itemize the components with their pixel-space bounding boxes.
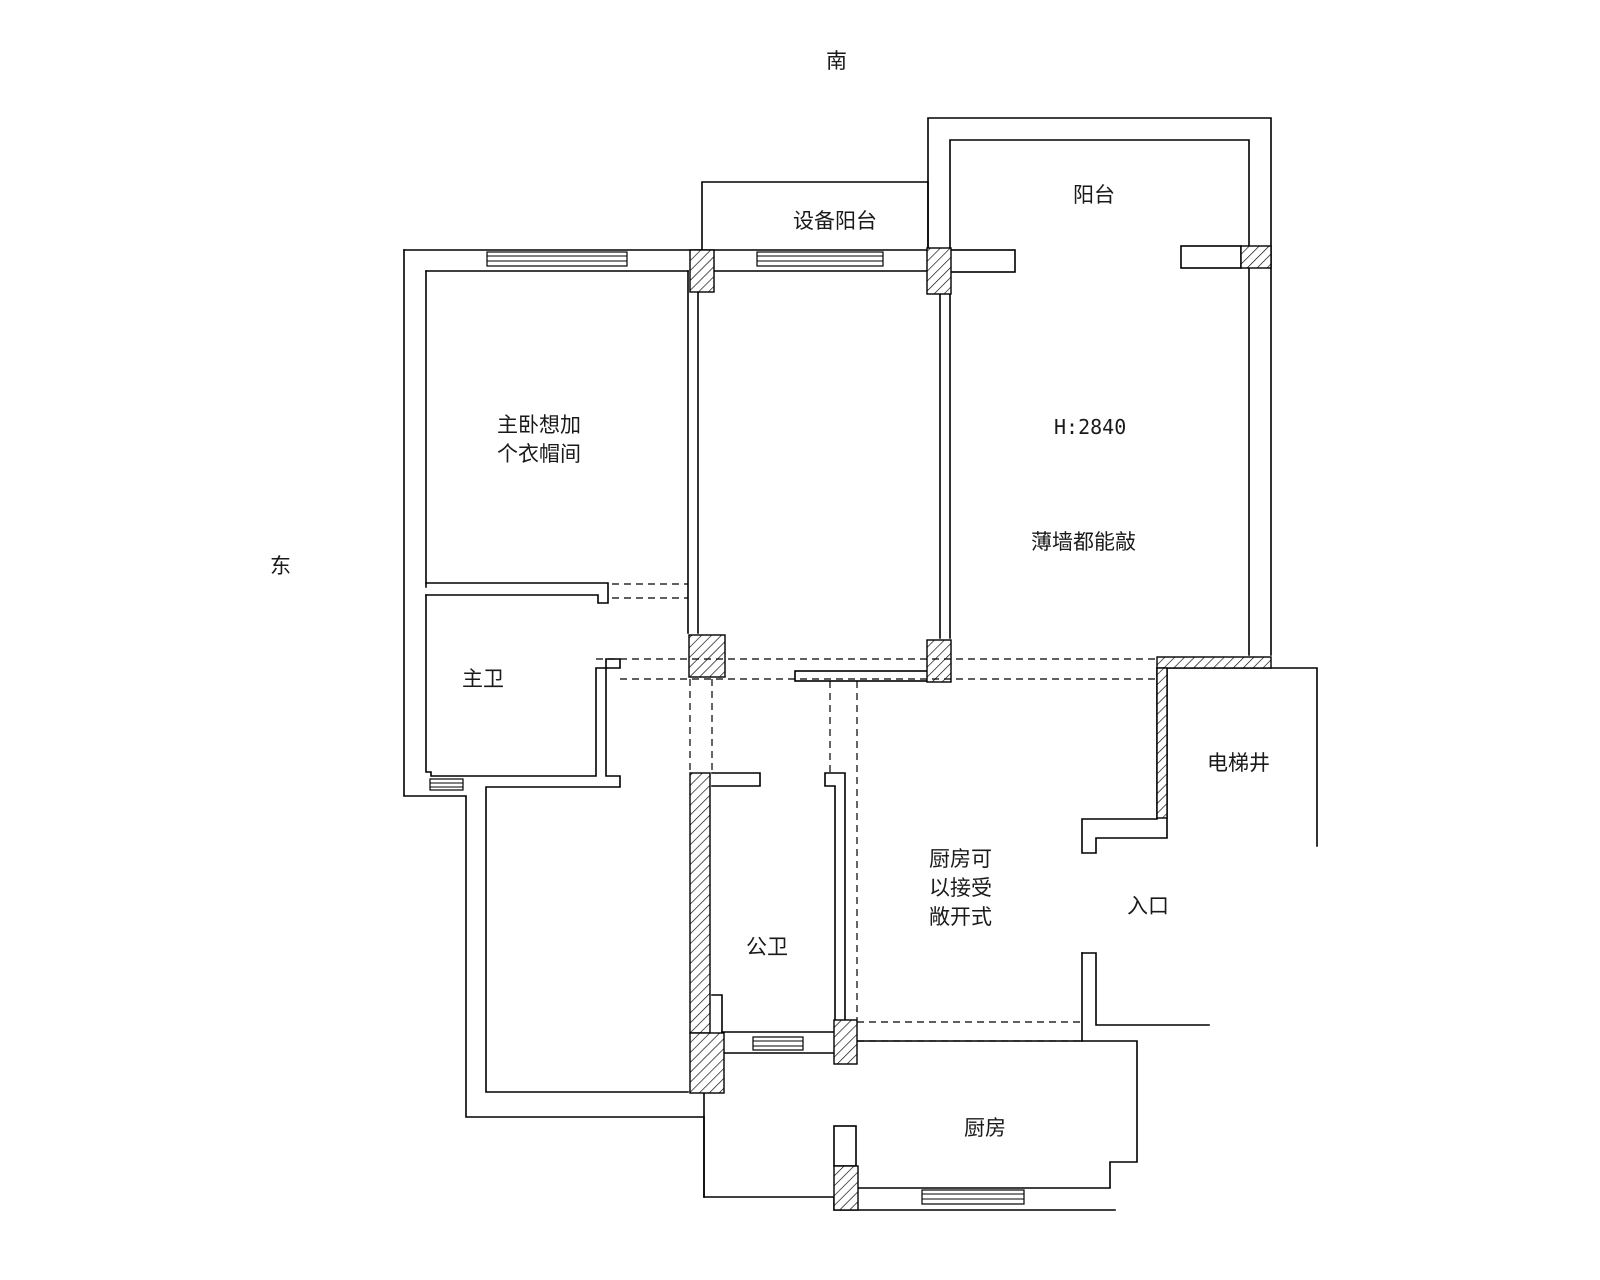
balcony-label: 阳台 [1073,183,1115,207]
kitchen-note-line1: 厨房可 [929,847,992,871]
dashed-thin-walls [596,583,1157,1042]
kitchen-note-line2: 以接受 [929,876,992,900]
elevator-shaft-label: 电梯井 [1207,751,1270,775]
windows [429,251,1025,1205]
thin-wall-note: 薄墙都能敲 [1031,530,1136,554]
compass-south: 南 [826,49,847,73]
master-bedroom-label-line1: 主卧想加 [497,413,581,437]
structural-columns [688,245,1272,1211]
compass-east: 东 [270,554,291,578]
master-bath-label: 主卫 [462,667,504,691]
public-bath-label: 公卫 [746,935,788,959]
master-bedroom-label-line2: 个衣帽间 [497,442,581,466]
equipment-balcony-label: 设备阳台 [793,209,877,233]
ceiling-height-note: H:2840 [1054,415,1126,439]
kitchen-note-line3: 敞开式 [929,905,992,929]
entrance-label: 入口 [1127,894,1169,918]
exterior-walls [403,117,1318,1211]
kitchen-label: 厨房 [964,1116,1006,1140]
